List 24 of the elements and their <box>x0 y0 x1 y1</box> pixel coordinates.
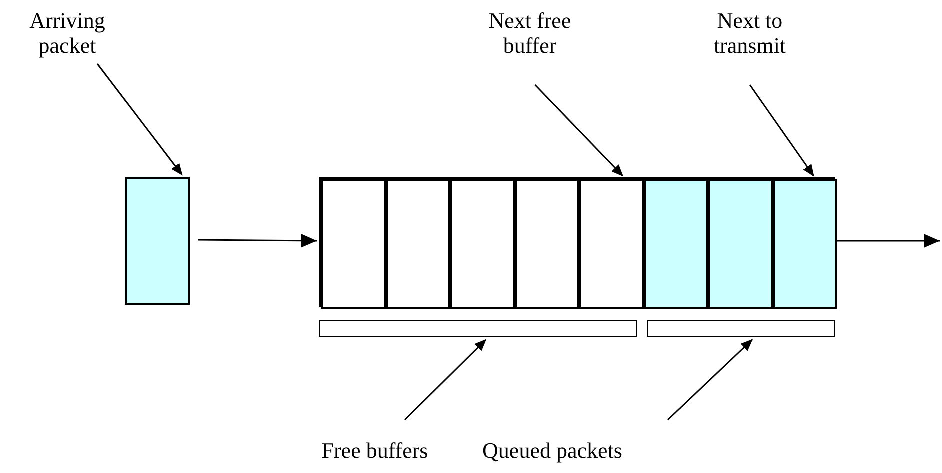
buffer-cell <box>579 179 644 309</box>
leader-line <box>667 339 753 421</box>
buffer-cell <box>644 179 708 309</box>
annotation-label: Queued packets <box>455 438 650 468</box>
leader-line <box>96 64 183 176</box>
arrow <box>836 234 940 248</box>
leader-line <box>404 339 487 421</box>
buffer-cell <box>321 179 386 309</box>
buffer-cell <box>708 179 772 309</box>
leader-line <box>534 84 624 177</box>
buffer-cell <box>514 179 579 309</box>
annotation-label: Arriving packet <box>5 8 130 64</box>
arrow <box>198 234 317 248</box>
buffer-cell <box>772 179 837 309</box>
bracket-bar <box>647 320 835 337</box>
buffer-cell <box>386 179 450 309</box>
queue-box <box>319 177 835 307</box>
leader-line <box>749 84 814 177</box>
buffer-cell <box>450 179 514 309</box>
packet-box <box>125 177 190 305</box>
bracket-bar <box>319 320 637 337</box>
annotation-label: Next free buffer <box>465 8 595 64</box>
annotation-label: Free buffers <box>300 438 450 468</box>
annotation-label: Next to transmit <box>690 8 810 64</box>
